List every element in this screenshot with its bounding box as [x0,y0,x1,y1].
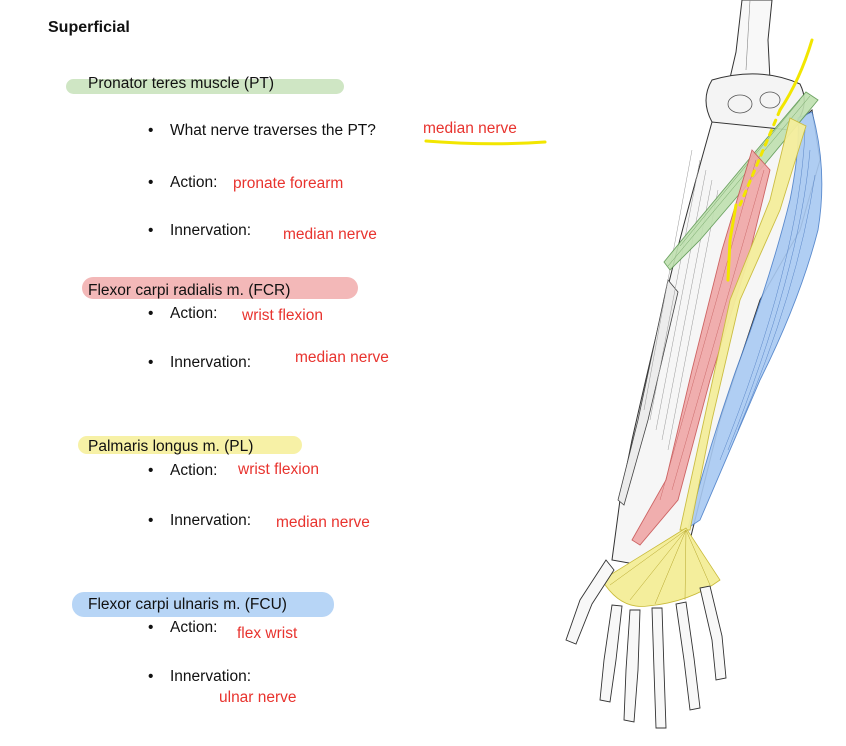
yellow-nerve-mark [778,38,814,112]
bullet-pl-action: •Action: [148,462,218,479]
bullet-pt-action: •Action: [148,174,218,191]
highlight-pl [78,436,302,454]
highlight-fcr [82,277,358,299]
hand-bones [565,559,727,729]
elbow-condyle [727,94,753,114]
yellow-nerve-mark [726,203,738,282]
fcr-muscle [631,149,771,546]
heading-fcr: Flexor carpi radialis m. (FCR) [88,282,291,299]
pt-fibers [667,95,811,267]
highlight-pt [66,79,344,94]
bullet-label: Innervation: [170,512,251,529]
humerus-bone-line [745,0,751,71]
answer-pl-action: wrist flexion [238,461,319,478]
bullet-label: Action: [170,305,218,322]
answer-pl-innervation: median nerve [276,514,370,531]
answer-pt-action: pronate forearm [233,175,344,192]
bullet-label: Innervation: [170,354,251,371]
bullet-fcr-action: •Action: [148,305,218,322]
palmaris-longus-muscle [679,117,807,531]
highlight-fcu [72,592,334,617]
bullet-pl-innervation: •Innervation: [148,512,251,529]
bullet-pt-nerve: •What nerve traverses the PT? [148,122,376,139]
answer-fcr-innervation: median nerve [295,349,389,366]
bullet-fcr-innervation: •Innervation: [148,354,251,371]
humerus-bone [729,0,773,81]
aponeurosis-fibers [609,529,711,605]
bullet-fcu-innervation: •Innervation: [148,668,251,685]
fcr-fibers [659,159,765,501]
heading-pronator-teres: Pronator teres muscle (PT) [88,75,275,92]
radius-bone [617,279,679,506]
answer-fcu-innervation: ulnar nerve [219,689,297,706]
bullet-label: What nerve traverses the PT? [170,122,376,139]
bullet-fcu-action: •Action: [148,619,218,636]
answer-fcr-action: wrist flexion [242,307,323,324]
yellow-nerve-mark [738,108,782,207]
bullet-label: Action: [170,462,218,479]
fcu-fibers [719,129,816,461]
bullet-label: Innervation: [170,668,251,685]
bullet-label: Action: [170,619,218,636]
answer-pt-nerve: median nerve [423,120,517,137]
heading-pl: Palmaris longus m. (PL) [88,438,254,455]
elbow-condyle [759,91,781,109]
bullet-label: Action: [170,174,218,191]
answer-fcu-action: flex wrist [237,625,298,642]
bullet-label: Innervation: [170,222,251,239]
yellow-underline-mark [424,139,547,146]
bullet-pt-innervation: •Innervation: [148,222,251,239]
page-title: Superficial [48,19,130,36]
answer-pt-innervation: median nerve [283,226,377,243]
heading-fcu: Flexor carpi ulnaris m. (FCU) [88,596,287,613]
